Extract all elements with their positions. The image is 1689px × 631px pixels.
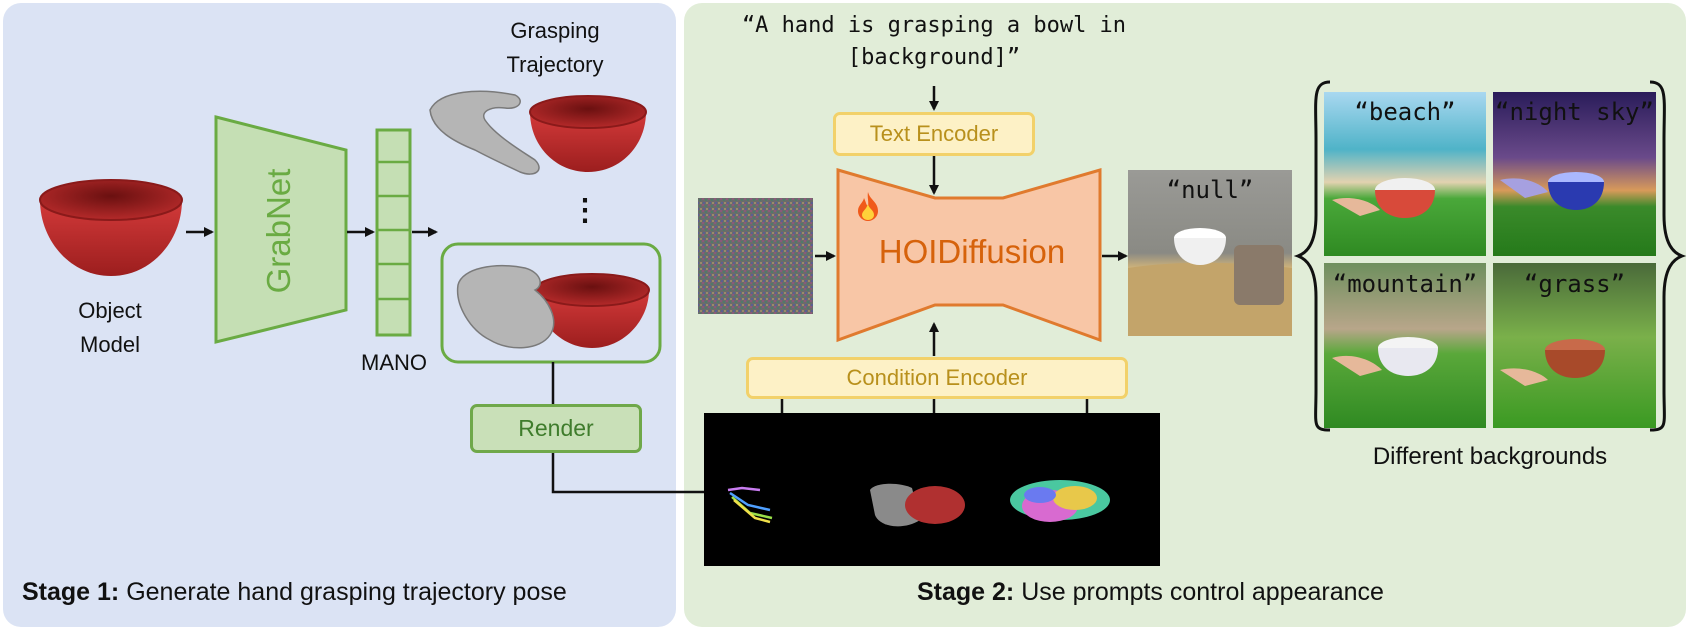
stage1-caption-text: Generate hand grasping trajectory pose xyxy=(119,578,567,606)
object-model-line2: Model xyxy=(80,332,140,357)
mano-label: MANO xyxy=(361,350,427,375)
segmentation-condition xyxy=(870,483,965,527)
trajectory-line2: Trajectory xyxy=(506,52,604,77)
stage2-caption-text: Use prompts control appearance xyxy=(1014,578,1384,606)
night-sky-image xyxy=(1493,92,1656,256)
null-output-image xyxy=(1128,170,1292,336)
skeleton-condition xyxy=(727,486,773,524)
object-model-bowl xyxy=(39,179,183,276)
text-encoder-box: Text Encoder xyxy=(833,112,1035,156)
mountain-image xyxy=(1324,263,1486,428)
object-model-label: Object Model xyxy=(55,294,165,362)
arrow-render-to-conditions xyxy=(551,452,714,497)
prompt-text: “A hand is grasping a bowl in [backgroun… xyxy=(724,10,1144,74)
stage1-caption-bold: Stage 1: xyxy=(22,578,120,606)
night-sky-label: “night sky” xyxy=(1495,98,1654,126)
null-output-label: “null” xyxy=(1166,176,1254,204)
noise-image xyxy=(698,198,813,314)
grass-label: “grass” xyxy=(1523,270,1626,298)
normal-condition xyxy=(1010,480,1110,522)
trajectory-frame-2 xyxy=(456,265,650,349)
render-box: Render xyxy=(470,404,642,453)
grabnet-block xyxy=(214,115,348,344)
condition-encoder-box: Condition Encoder xyxy=(746,357,1128,399)
fire-icon xyxy=(852,190,884,222)
right-brace xyxy=(1649,80,1687,432)
trajectory-line1: Grasping xyxy=(510,18,600,43)
ellipsis-dots: ⋮ xyxy=(570,194,600,227)
stage1-caption: Stage 1: Generate hand grasping trajecto… xyxy=(22,578,567,607)
hoidiffusion-label: HOIDiffusion xyxy=(878,233,1066,270)
hoidiffusion-block xyxy=(836,168,1102,343)
stage2-caption: Stage 2: Use prompts control appearance xyxy=(917,578,1384,607)
mountain-label: “mountain” xyxy=(1332,270,1478,298)
prompt-line2: [background]” xyxy=(847,45,1021,70)
grass-image xyxy=(1493,263,1656,428)
object-model-line1: Object xyxy=(78,298,142,323)
trajectory-frame-1 xyxy=(429,90,647,175)
grabnet-label: GrabNet xyxy=(260,168,297,294)
selected-frame-border xyxy=(440,242,662,364)
backgrounds-caption: Different backgrounds xyxy=(1372,443,1608,470)
prompt-line1: “A hand is grasping a bowl in xyxy=(741,13,1127,38)
beach-label: “beach” xyxy=(1354,98,1456,126)
stage2-caption-bold: Stage 2: xyxy=(917,578,1015,606)
left-brace xyxy=(1293,80,1331,432)
beach-image xyxy=(1324,92,1486,256)
trajectory-label: Grasping Trajectory xyxy=(490,14,620,82)
mano-vector xyxy=(375,128,412,337)
